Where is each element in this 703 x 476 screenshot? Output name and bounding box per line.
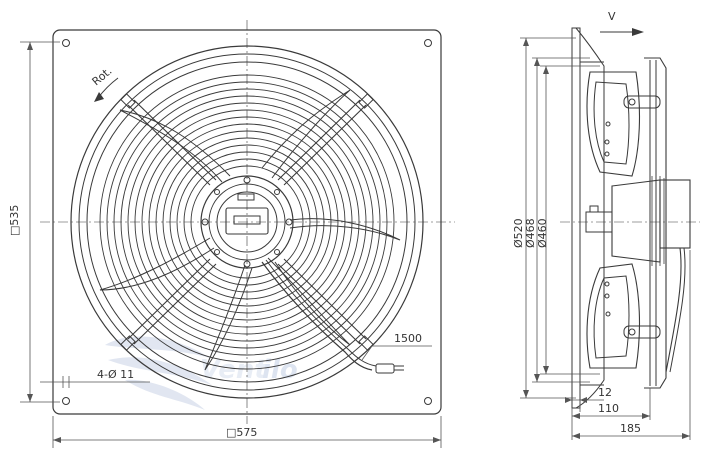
terminal-box-top [237, 193, 255, 201]
cable-connector [375, 363, 404, 374]
mounting-hole-br [424, 397, 432, 405]
rotation-label: Rot. [90, 64, 115, 88]
mounting-hole-tr [424, 39, 432, 47]
side-motor-fins [651, 176, 665, 266]
side-blade-lower [586, 263, 641, 369]
side-mounting-plate [571, 27, 581, 409]
side-motor-rear [659, 179, 691, 249]
cable-length-label: 1500 [394, 332, 422, 345]
diameter-mid-label: Ø468 [524, 218, 537, 248]
depth-small-label: 12 [598, 386, 612, 399]
depth-total-label: 185 [620, 422, 641, 435]
cable [261, 261, 373, 371]
side-motor-body [611, 179, 661, 263]
front-dimensions [20, 41, 442, 448]
side-clamp-lower [623, 325, 661, 339]
airflow-label: V [608, 10, 616, 23]
side-guard-frame [644, 57, 667, 389]
diameter-outer-label: Ø520 [512, 218, 525, 248]
diameter-inner-label: Ø460 [536, 218, 549, 248]
height-dimension-label: □535 [8, 205, 21, 236]
mounting-holes-label: 4-Ø 11 [97, 368, 134, 381]
width-dimension-label: □575 [226, 426, 257, 439]
svg-text:Vent: Vent [200, 355, 268, 385]
guard-struts [127, 99, 367, 345]
depth-mid-label: 110 [598, 402, 619, 415]
mounting-hole-tl [62, 39, 70, 47]
side-cable [665, 247, 682, 373]
airflow-arrow [600, 28, 644, 36]
impeller-blades [99, 89, 401, 371]
strut-clamps [120, 93, 374, 351]
side-dimensions [520, 37, 691, 440]
front-view [40, 20, 455, 424]
mounting-hole-bl [62, 397, 70, 405]
side-blade-upper [586, 71, 641, 177]
side-clamp-upper [623, 95, 661, 109]
side-view [560, 27, 700, 409]
